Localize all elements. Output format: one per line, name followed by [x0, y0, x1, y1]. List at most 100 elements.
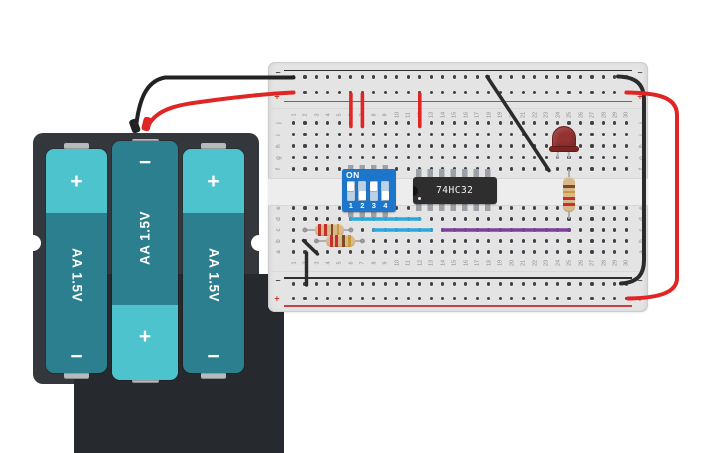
rail-hole-r0-c23[interactable]	[544, 75, 548, 79]
hole-f28[interactable]	[601, 167, 606, 171]
hole-b19[interactable]	[498, 239, 502, 243]
rail-hole-r0-c21[interactable]	[521, 75, 525, 79]
rail-hole-r0-c28[interactable]	[601, 75, 606, 79]
hole-h28[interactable]	[601, 144, 606, 148]
hole-e24[interactable]	[555, 206, 560, 210]
rail-hole-r1-c29[interactable]	[613, 90, 617, 95]
hole-j24[interactable]	[555, 121, 560, 125]
dip-switch[interactable]: ON 1 2 3 4	[342, 168, 396, 212]
hole-h14[interactable]	[441, 144, 445, 148]
battery-negative-wire[interactable]	[134, 75, 296, 129]
hole-j15[interactable]	[452, 121, 456, 125]
hole-i9[interactable]	[383, 132, 387, 137]
hole-d19[interactable]	[498, 217, 502, 221]
rail-hole-r3-c20[interactable]	[510, 296, 514, 301]
hole-f12[interactable]	[418, 167, 422, 171]
hole-j5[interactable]	[337, 121, 341, 125]
rail-hole-r0-c24[interactable]	[555, 75, 560, 79]
hole-i8[interactable]	[372, 132, 376, 137]
rail-hole-r1-c9[interactable]	[383, 90, 387, 95]
hole-b26[interactable]	[578, 239, 583, 243]
hole-a23[interactable]	[544, 250, 548, 254]
hole-j26[interactable]	[578, 121, 583, 125]
rail-hole-r2-c10[interactable]	[395, 282, 399, 286]
hole-h9[interactable]	[383, 144, 387, 148]
hole-j1[interactable]	[291, 121, 296, 125]
battery-cell-2[interactable]: − AA 1.5V +	[112, 141, 178, 380]
hole-b11[interactable]	[406, 239, 410, 243]
hole-d17[interactable]	[475, 217, 479, 221]
hole-a7[interactable]	[360, 250, 364, 254]
hole-a2[interactable]	[303, 250, 307, 254]
hole-i17[interactable]	[475, 132, 479, 137]
hole-a13[interactable]	[429, 250, 433, 254]
hole-b30[interactable]	[624, 239, 628, 243]
hole-d4[interactable]	[326, 217, 330, 221]
hole-j3[interactable]	[314, 121, 319, 125]
hole-d21[interactable]	[521, 217, 525, 221]
hole-h11[interactable]	[406, 144, 410, 148]
hole-a16[interactable]	[464, 250, 468, 254]
rail-hole-r3-c4[interactable]	[326, 296, 330, 301]
rail-hole-r2-c9[interactable]	[383, 282, 387, 286]
hole-e19[interactable]	[498, 206, 502, 210]
hole-i7[interactable]	[360, 132, 364, 137]
right-negative-rail-wire[interactable]	[616, 74, 646, 286]
hole-f22[interactable]	[533, 167, 537, 171]
hole-f24[interactable]	[555, 167, 560, 171]
hole-f1[interactable]	[291, 167, 296, 171]
hole-d26[interactable]	[578, 217, 583, 221]
rail-hole-r3-c26[interactable]	[578, 296, 583, 301]
hole-g17[interactable]	[475, 155, 479, 160]
hole-i14[interactable]	[441, 132, 445, 137]
hole-a15[interactable]	[452, 250, 456, 254]
rail-hole-r3-c22[interactable]	[533, 296, 537, 301]
hole-f29[interactable]	[613, 167, 617, 171]
rail-hole-r0-c13[interactable]	[429, 75, 433, 79]
hole-e20[interactable]	[510, 206, 514, 210]
rail-hole-r2-c19[interactable]	[498, 282, 502, 286]
hole-e5[interactable]	[337, 206, 341, 210]
rail-hole-r3-c6[interactable]	[349, 296, 353, 301]
hole-f25[interactable]	[567, 167, 571, 171]
hole-g26[interactable]	[578, 155, 583, 160]
hole-j29[interactable]	[613, 121, 617, 125]
hole-e21[interactable]	[521, 206, 525, 210]
hole-f3[interactable]	[314, 167, 319, 171]
hole-i23[interactable]	[544, 132, 548, 137]
rail-hole-r2-c18[interactable]	[487, 282, 491, 286]
hole-d2[interactable]	[303, 217, 307, 221]
battery-cell-1[interactable]: + AA 1.5V −	[46, 149, 107, 373]
hole-j16[interactable]	[464, 121, 468, 125]
hole-i3[interactable]	[314, 132, 319, 137]
rail-hole-r2-c20[interactable]	[510, 282, 514, 286]
rail-hole-r3-c12[interactable]	[418, 296, 422, 301]
rail-hole-r2-c14[interactable]	[441, 282, 445, 286]
rail-hole-r2-c22[interactable]	[533, 282, 537, 286]
hole-j17[interactable]	[475, 121, 479, 125]
hole-d15[interactable]	[452, 217, 456, 221]
rail-hole-r2-c12[interactable]	[418, 282, 422, 286]
hole-e26[interactable]	[578, 206, 583, 210]
rail-hole-r1-c22[interactable]	[533, 90, 537, 95]
hole-i16[interactable]	[464, 132, 468, 137]
rail-hole-r1-c3[interactable]	[314, 90, 319, 95]
hole-a17[interactable]	[475, 250, 479, 254]
hole-b27[interactable]	[590, 239, 594, 243]
hole-e29[interactable]	[613, 206, 617, 210]
hole-f20[interactable]	[510, 167, 514, 171]
resistor-2[interactable]	[326, 235, 355, 247]
hole-b18[interactable]	[487, 239, 491, 243]
battery-cell-3[interactable]: + AA 1.5V −	[183, 149, 244, 373]
hole-a28[interactable]	[601, 250, 606, 254]
rail-hole-r3-c13[interactable]	[429, 296, 433, 301]
rail-hole-r1-c23[interactable]	[544, 90, 548, 95]
hole-d22[interactable]	[533, 217, 537, 221]
hole-h3[interactable]	[314, 144, 319, 148]
rail-hole-r2-c29[interactable]	[613, 282, 617, 286]
hole-i30[interactable]	[624, 132, 628, 137]
rail-hole-r3-c28[interactable]	[601, 296, 606, 301]
hole-j10[interactable]	[395, 121, 399, 125]
rail-hole-r0-c22[interactable]	[533, 75, 537, 79]
hole-g27[interactable]	[590, 155, 594, 160]
